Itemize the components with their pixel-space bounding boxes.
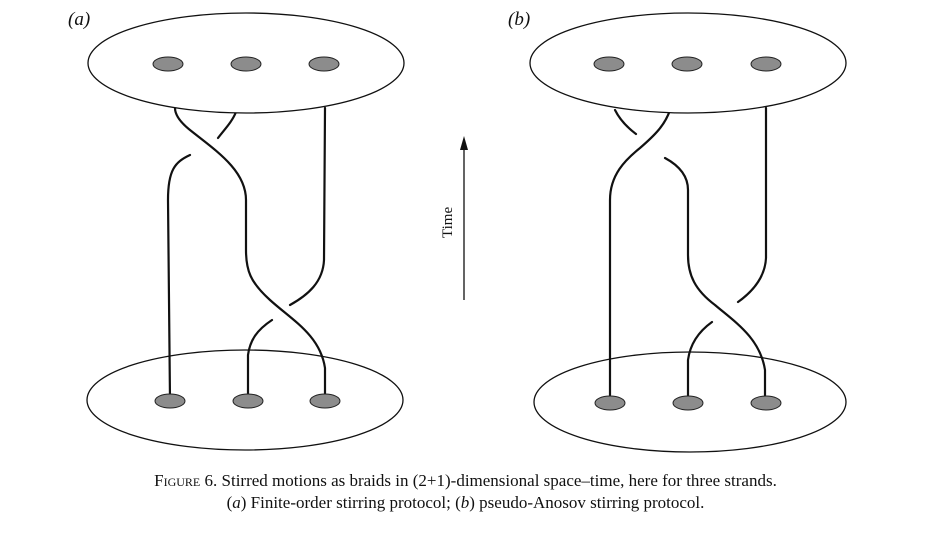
strand-b-right [736,106,768,304]
time-label: Time [440,207,456,238]
strand-a-middle [246,318,274,402]
panel-b-label: (b) [508,9,530,30]
caption-line-2: (a) Finite-order stirring protocol; (b) … [0,492,931,514]
caption-b-letter: b [460,493,470,512]
panel-a: (a) [68,9,405,451]
strand-b-middle [686,320,714,404]
panel-a-label: (a) [68,9,90,30]
strand-b-left [608,108,672,404]
stirrer-b-bottom-2 [672,395,704,411]
stirrer-a-top-1 [152,56,184,72]
time-arrow: Time [440,136,468,300]
caption-figure-number: 6. [204,471,218,490]
stirrer-a-top-3 [308,56,340,72]
stirrer-b-bottom-1 [594,395,626,411]
strand-b-over-2 [663,156,767,404]
stirrer-a-bottom-1 [154,393,186,409]
time-arrow-head-icon [460,136,468,150]
strand-b-under-top [613,108,638,136]
stirrer-a-bottom-2 [232,393,264,409]
strand-a-over-1 [173,106,327,402]
caption-paren: ( [226,493,233,512]
stirrer-a-bottom-3 [309,393,341,409]
caption-b-text: ) pseudo-Anosov stirring protocol. [469,493,705,512]
stirrer-b-bottom-3 [750,395,782,411]
strand-a-left [166,153,192,402]
caption-line-1: Figure 6. Stirred motions as braids in (… [0,470,931,492]
caption-a-text: ) Finite-order stirring protocol; ( [240,493,461,512]
caption-a-letter: a [232,493,241,512]
stirrer-a-top-2 [230,56,262,72]
strand-a-under-top [216,110,238,140]
stirrer-b-top-3 [750,56,782,72]
caption-figure-word: Figure [154,471,201,490]
caption-line1-text: Stirred motions as braids in (2+1)-dimen… [217,471,777,490]
stirrer-b-top-1 [593,56,625,72]
strand-a-right [288,106,327,307]
figure-caption: Figure 6. Stirred motions as braids in (… [0,470,931,514]
panel-b: (b) [508,9,847,453]
stirrer-b-top-2 [671,56,703,72]
